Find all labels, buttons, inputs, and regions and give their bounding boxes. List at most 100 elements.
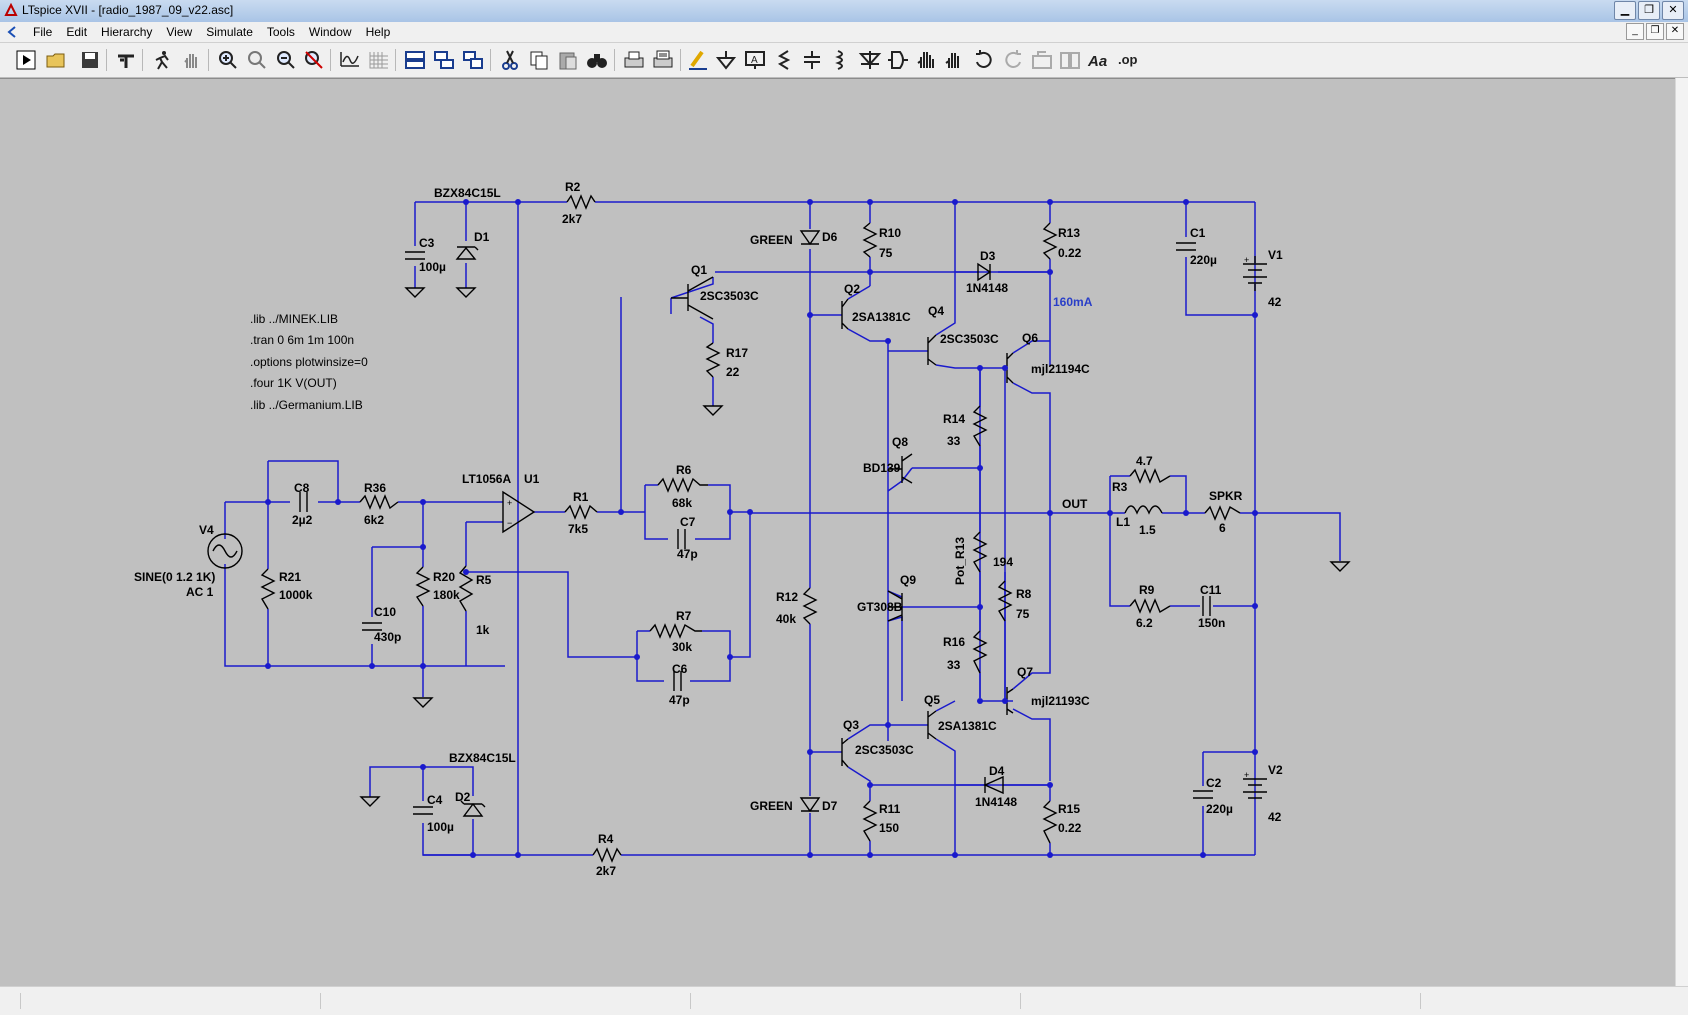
capacitor-icon[interactable] [800, 48, 824, 72]
directive-lib-minek[interactable]: .lib ../MINEK.LIB [250, 312, 338, 326]
opamp-u1[interactable]: +− [502, 490, 536, 534]
menu-hierarchy[interactable]: Hierarchy [101, 25, 153, 39]
transistor-q5[interactable] [927, 710, 937, 740]
resistor-r15[interactable] [1042, 800, 1058, 844]
run-simulation-icon[interactable] [150, 48, 174, 72]
resistor-r11[interactable] [862, 800, 878, 842]
minimize-button[interactable]: ▁ [1614, 1, 1636, 20]
capacitor-c10[interactable] [362, 622, 382, 631]
spice-directive-icon[interactable]: .op [1116, 48, 1140, 72]
capacitor-c4[interactable] [413, 806, 433, 815]
zener-diode-d2[interactable] [460, 800, 486, 817]
pan-icon[interactable] [180, 48, 204, 72]
vertical-scrollbar[interactable] [1675, 78, 1688, 986]
open-icon[interactable] [44, 48, 68, 72]
transistor-q3[interactable] [841, 738, 849, 768]
diode-d6[interactable] [799, 230, 821, 246]
close-button[interactable]: ✕ [1662, 1, 1684, 20]
resistor-r8[interactable] [997, 580, 1013, 622]
resistor-r14[interactable] [972, 405, 988, 447]
menu-window[interactable]: Window [308, 25, 352, 39]
paste-icon[interactable] [556, 48, 580, 72]
resistor-r9[interactable] [1129, 598, 1171, 614]
transistor-q1[interactable] [671, 276, 714, 320]
battery-v1[interactable]: + [1243, 255, 1267, 291]
transistor-q2[interactable] [841, 298, 849, 330]
autorange-icon[interactable] [338, 48, 362, 72]
zoom-out-icon[interactable] [274, 48, 298, 72]
component-icon[interactable] [886, 48, 910, 72]
resistor-r2[interactable] [566, 194, 596, 210]
transistor-q8[interactable] [888, 453, 913, 484]
zoom-rect-icon[interactable] [245, 48, 269, 72]
resistor-r7[interactable] [649, 623, 702, 639]
resistor-r21[interactable] [260, 568, 276, 610]
mirror-icon[interactable] [1058, 48, 1082, 72]
drag-icon[interactable] [942, 48, 966, 72]
resistor-r3[interactable] [1129, 468, 1171, 484]
menu-help[interactable]: Help [365, 25, 391, 39]
capacitor-c11[interactable] [1202, 596, 1211, 616]
directive-options[interactable]: .options plotwinsize=0 [250, 355, 368, 369]
menu-edit[interactable]: Edit [66, 25, 88, 39]
speaker-spkr[interactable] [1204, 505, 1241, 521]
label-net-icon[interactable]: A [743, 48, 767, 72]
menu-file[interactable]: File [33, 25, 53, 39]
redo-icon[interactable] [1001, 48, 1025, 72]
child-restore-button[interactable]: ❐ [1646, 23, 1664, 40]
zener-diode-d1[interactable] [455, 246, 479, 260]
print-setup-icon[interactable] [651, 48, 675, 72]
tile-horizontal-icon[interactable] [403, 48, 427, 72]
undo-icon[interactable] [972, 48, 996, 72]
save-icon[interactable] [78, 48, 102, 72]
draw-wire-icon[interactable] [686, 48, 710, 72]
resistor-r4[interactable] [592, 847, 622, 863]
capacitor-c3[interactable] [405, 251, 425, 260]
zoom-cancel-icon[interactable] [302, 48, 326, 72]
zoom-in-icon[interactable] [216, 48, 240, 72]
resistor-r1[interactable] [564, 504, 598, 520]
spice-directives[interactable]: .lib ../MINEK.LIB .tran 0 6m 1m 100n .op… [250, 312, 368, 412]
diode-d7[interactable] [799, 797, 821, 813]
cascade-icon[interactable] [461, 48, 485, 72]
move-icon[interactable] [914, 48, 938, 72]
resistor-r17[interactable] [705, 342, 721, 378]
capacitor-c1[interactable] [1176, 242, 1196, 251]
child-minimize-button[interactable]: _ [1626, 23, 1644, 40]
transistor-q4[interactable] [927, 334, 937, 366]
inductor-l1[interactable] [1124, 505, 1163, 515]
resistor-icon[interactable] [772, 48, 796, 72]
rotate-icon[interactable] [1030, 48, 1054, 72]
child-close-button[interactable]: ✕ [1666, 23, 1684, 40]
resistor-r6[interactable] [657, 477, 708, 493]
inductor-icon[interactable] [828, 48, 852, 72]
menu-tools[interactable]: Tools [266, 25, 295, 39]
cut-icon[interactable] [498, 48, 522, 72]
resistor-pot-r13[interactable] [972, 531, 988, 573]
diode-d4[interactable] [983, 775, 1004, 795]
directive-four[interactable]: .four 1K V(OUT) [250, 376, 337, 390]
battery-v2[interactable]: + [1243, 770, 1267, 799]
resistor-r13[interactable] [1042, 222, 1058, 260]
capacitor-c2[interactable] [1193, 790, 1213, 799]
schematic-canvas[interactable]: + +− [0, 78, 1676, 987]
directive-lib-germanium[interactable]: .lib ../Germanium.LIB [250, 398, 363, 412]
grid-icon[interactable] [367, 48, 391, 72]
control-panel-icon[interactable] [114, 48, 138, 72]
diode-d3[interactable] [977, 262, 992, 282]
text-icon[interactable]: Aa [1087, 48, 1111, 72]
menu-view[interactable]: View [166, 25, 193, 39]
print-icon[interactable] [622, 48, 646, 72]
find-icon[interactable] [585, 48, 609, 72]
document-icon[interactable] [6, 25, 18, 39]
transistor-q9[interactable] [887, 590, 903, 622]
capacitor-c6[interactable] [673, 671, 682, 691]
copy-icon[interactable] [527, 48, 551, 72]
directive-tran[interactable]: .tran 0 6m 1m 100n [250, 333, 354, 347]
ground-icon[interactable] [714, 48, 738, 72]
resistor-r12[interactable] [802, 587, 818, 625]
sine-source-v4[interactable] [207, 533, 243, 569]
capacitor-c7[interactable] [677, 529, 686, 549]
capacitor-c8[interactable] [299, 492, 308, 512]
tile-vertical-icon[interactable] [432, 48, 456, 72]
